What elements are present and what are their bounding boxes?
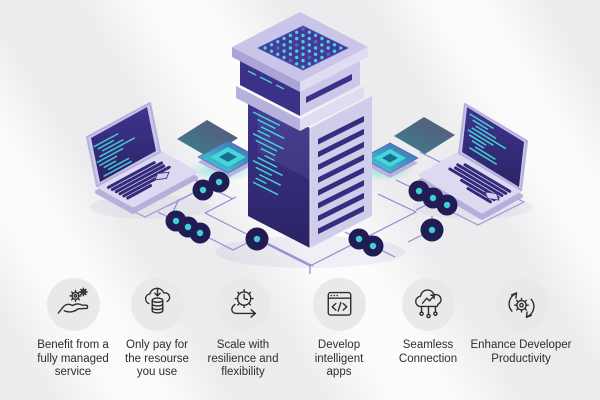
feature-fully-managed-service: Benefit from a fully managed service xyxy=(27,278,119,380)
feature-label: Scale with resilience and flexibility xyxy=(207,339,279,378)
network-nodes xyxy=(165,171,458,257)
feature-label: Seamless Connection xyxy=(398,339,458,365)
chip-right xyxy=(354,117,455,181)
feature-label: Benefit from a fully managed service xyxy=(37,339,109,378)
feature-develop-apps: Develop intelligent apps xyxy=(302,278,376,380)
feature-pay-per-use: Only pay for the resourse you use xyxy=(118,278,196,380)
server-tower xyxy=(232,12,372,248)
feature-row: Benefit from a fully managed service Onl… xyxy=(0,278,600,400)
scale-resilience-icon xyxy=(216,278,270,331)
feature-developer-productivity: Enhance Developer Productivity xyxy=(456,278,586,366)
feature-label: Only pay for the resourse you use xyxy=(125,339,189,378)
feature-label: Develop intelligent apps xyxy=(314,339,364,378)
pay-per-use-icon xyxy=(130,278,184,331)
developer-productivity-icon xyxy=(494,278,548,331)
managed-service-icon xyxy=(46,278,100,331)
laptop-right xyxy=(418,103,528,220)
develop-apps-icon xyxy=(312,278,366,331)
seamless-connection-icon xyxy=(401,278,455,331)
cloud-server-illustration xyxy=(86,12,528,274)
feature-seamless-connection: Seamless Connection xyxy=(382,278,474,366)
chip-left xyxy=(177,120,259,182)
feature-label: Enhance Developer Productivity xyxy=(470,339,572,365)
feature-scale-resilience: Scale with resilience and flexibility xyxy=(197,278,289,380)
laptop-left xyxy=(86,102,198,214)
